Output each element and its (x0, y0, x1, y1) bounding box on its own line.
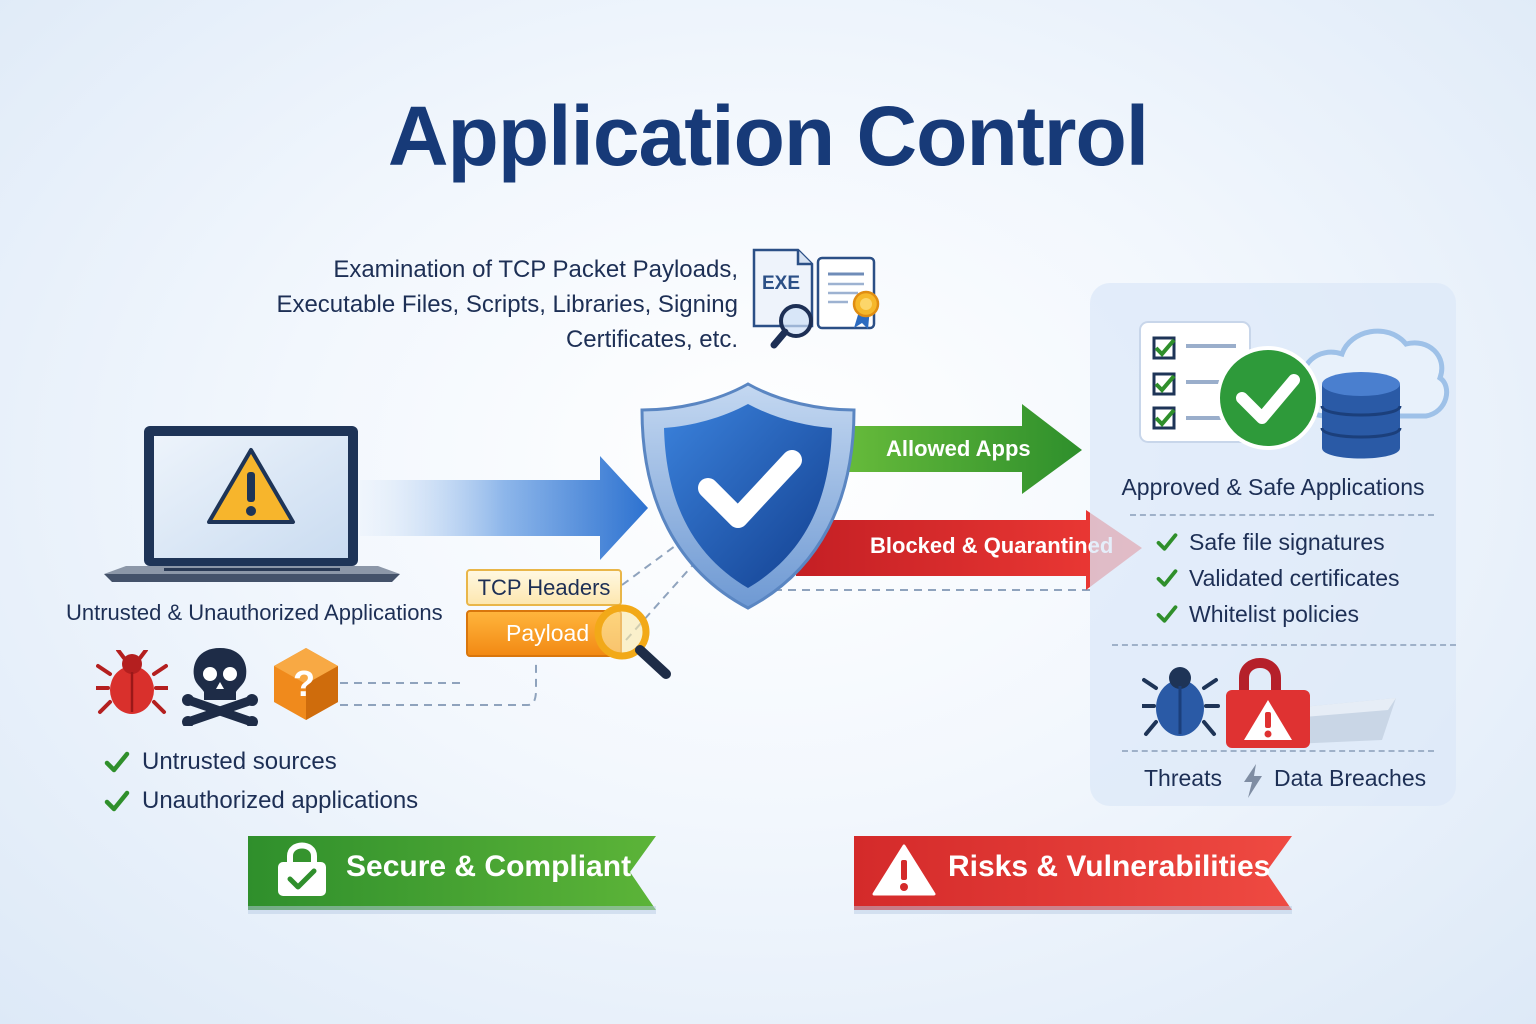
divider (1112, 644, 1456, 646)
svg-text:?: ? (293, 663, 315, 704)
divider (1130, 514, 1434, 516)
blocked-arrow (796, 510, 1142, 590)
divider (1122, 750, 1434, 752)
right-check-list: Safe file signatures Validated certifica… (1156, 524, 1400, 632)
page-title: Application Control (387, 89, 1149, 183)
warning-icon (207, 448, 295, 524)
shield-check-icon (640, 382, 856, 610)
bug-threat-icon (1142, 667, 1220, 736)
list-item: Whitelist policies (1156, 596, 1400, 632)
question-icon: ? (274, 648, 338, 720)
threats-label: Threats (1144, 765, 1222, 791)
check-icon (104, 751, 130, 772)
lock-check-icon (278, 842, 326, 896)
check-label: Validated certificates (1189, 564, 1400, 591)
examination-line-2: Executable Files, Scripts, Libraries, Si… (276, 291, 738, 318)
examination-description: Examination of TCP Packet Payloads, Exec… (250, 252, 738, 357)
approved-apps-illustration (1139, 321, 1450, 459)
secure-compliant-ribbon (248, 836, 656, 914)
risks-vulnerabilities-ribbon (854, 836, 1292, 914)
check-label: Safe file signatures (1189, 528, 1385, 555)
exe-label: EXE (762, 273, 800, 294)
checklist-icon (1152, 336, 1236, 430)
check-label: Unauthorized applications (142, 786, 419, 814)
untrusted-apps-label: Untrusted & Unauthorized Applications (66, 600, 443, 625)
input-flow-arrow (360, 456, 648, 560)
magnifier-icon (594, 604, 671, 679)
database-icon (1320, 372, 1402, 459)
check-icon (1156, 533, 1178, 551)
lightning-icon (1244, 764, 1262, 798)
file-inspection-icon: EXE (752, 248, 880, 349)
lock-warning-icon (1226, 658, 1310, 748)
risks-vulnerabilities-label: Risks & Vulnerabilities (948, 850, 1271, 883)
list-item: Untrusted sources (104, 742, 418, 781)
list-item: Safe file signatures (1156, 524, 1400, 560)
examination-line-1: Examination of TCP Packet Payloads, (333, 256, 738, 283)
warning-triangle-icon (872, 844, 936, 896)
secure-compliant-label: Secure & Compliant (346, 850, 632, 883)
list-item: Unauthorized applications (104, 781, 418, 820)
check-icon (104, 790, 130, 811)
threats-illustration (1142, 658, 1396, 748)
list-item: Validated certificates (1156, 560, 1400, 596)
bug-icon (96, 650, 168, 714)
left-check-list: Untrusted sources Unauthorized applicati… (104, 742, 418, 820)
check-label: Whitelist policies (1189, 600, 1359, 627)
blocked-quarantined-label: Blocked & Quarantined (870, 533, 1114, 558)
approved-apps-label: Approved & Safe Applications (1121, 474, 1425, 500)
check-icon (1156, 605, 1178, 623)
examination-line-3: Certificates, etc. (565, 326, 738, 353)
check-label: Untrusted sources (142, 747, 337, 775)
tcp-headers-box: TCP Headers (466, 569, 622, 606)
data-breaches-label: Data Breaches (1274, 765, 1427, 791)
skull-icon (182, 648, 258, 726)
check-icon (1156, 569, 1178, 587)
allowed-arrow (822, 404, 1082, 494)
allowed-apps-label: Allowed Apps (886, 436, 1031, 461)
